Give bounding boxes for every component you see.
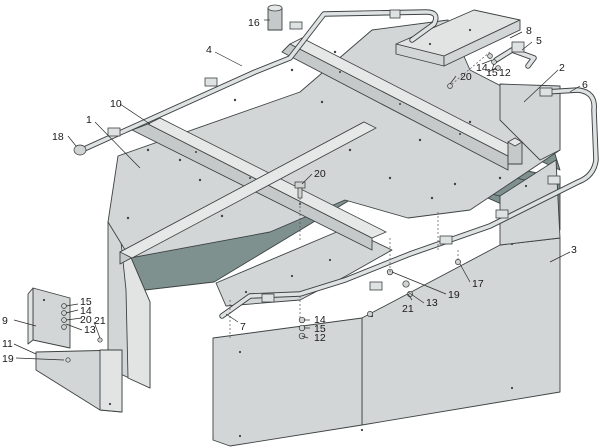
right-side-panel xyxy=(499,159,561,246)
part-10-middle-beam xyxy=(119,121,377,265)
callout-14-top: 14 xyxy=(476,62,488,74)
part-9-bracket-plate xyxy=(27,287,71,349)
part-8-shelf xyxy=(395,9,521,67)
callout-20-center: 20 xyxy=(314,168,326,180)
callout-19-right: 19 xyxy=(448,289,460,301)
callout-21-left: 21 xyxy=(94,315,106,327)
callout-12-top: 12 xyxy=(499,67,511,79)
square-tube-end xyxy=(507,137,523,165)
callout-7: 7 xyxy=(240,321,246,333)
callout-16: 16 xyxy=(248,17,260,29)
callout-5: 5 xyxy=(536,35,542,47)
callout-1: 1 xyxy=(86,114,92,126)
part-11-lower-plate xyxy=(35,349,123,413)
callout-15-middle: 15 xyxy=(314,323,326,335)
callout-9: 9 xyxy=(2,315,8,327)
callout-14-left: 14 xyxy=(80,305,92,317)
fastener-stack-left xyxy=(61,303,103,363)
callout-2: 2 xyxy=(559,62,565,74)
callout-10: 10 xyxy=(110,98,122,110)
callout-3: 3 xyxy=(571,244,577,256)
callout-4: 4 xyxy=(206,44,212,56)
callout-12-middle: 12 xyxy=(314,332,326,344)
callout-15-top: 15 xyxy=(486,67,498,79)
callout-20-top: 20 xyxy=(460,71,472,83)
callout-labels: 1 2 3 4 5 6 7 8 9 10 11 12 12 13 13 14 1… xyxy=(2,17,588,365)
callout-6: 6 xyxy=(582,79,588,91)
part-4-upper-rail xyxy=(79,9,439,153)
callout-13-right: 13 xyxy=(426,297,438,309)
part-18-end-cap xyxy=(73,144,87,156)
callout-15-left: 15 xyxy=(80,296,92,308)
callout-18: 18 xyxy=(52,131,64,143)
callout-11: 11 xyxy=(2,338,13,350)
part-6-right-rail xyxy=(219,87,599,319)
callout-13-left: 13 xyxy=(84,324,96,336)
part-16-post xyxy=(267,4,303,31)
callout-14-middle: 14 xyxy=(314,314,326,326)
callout-8: 8 xyxy=(526,25,532,37)
part-2-side-sheet xyxy=(499,83,561,161)
callout-17: 17 xyxy=(472,278,484,290)
part-3-front-panel xyxy=(212,234,561,447)
alignment-lines xyxy=(229,51,491,340)
callout-19-left: 19 xyxy=(2,353,14,365)
callout-20-left: 20 xyxy=(80,314,92,326)
left-side-panel xyxy=(107,221,151,389)
part-5-shelf-bracket xyxy=(493,41,537,69)
callout-21-right: 21 xyxy=(402,303,414,315)
leader-lines xyxy=(13,19,581,361)
